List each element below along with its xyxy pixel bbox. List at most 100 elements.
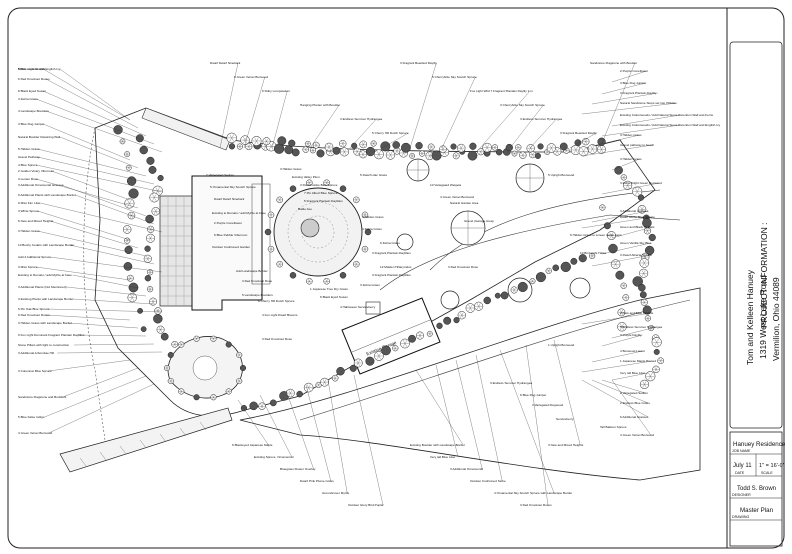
leader-line xyxy=(441,76,476,149)
plant-callout-label: 3 Blue Rug Juniper xyxy=(620,81,646,85)
plant-callout-label: 6 Cherry Hill Dutch Spruce xyxy=(258,299,295,303)
plant-callout-label: 12 Maiden Hillarymdus xyxy=(380,265,412,269)
plant-callout-label: 2 Golden Vicary Viburnum xyxy=(18,169,54,173)
shrub-symbol xyxy=(415,141,423,150)
shrub-symbol xyxy=(140,326,147,333)
shrub-symbol xyxy=(639,379,650,389)
shrub-symbol xyxy=(167,377,174,385)
leader-line xyxy=(611,326,657,339)
leader-line xyxy=(75,194,155,225)
shrub-symbol xyxy=(146,286,154,293)
shrub-symbol xyxy=(623,180,633,190)
plant-callout-label: Dwarf Pink Plume Grass xyxy=(300,479,334,483)
plant-callout-label: 5 Fragrant Plantain Daylilies xyxy=(304,199,343,203)
shrub-symbol xyxy=(456,143,466,153)
shrub-symbol xyxy=(495,148,503,156)
leader-line xyxy=(591,92,658,105)
shrub-symbol xyxy=(392,141,400,149)
shrub-symbol xyxy=(128,282,139,293)
leader-line xyxy=(479,90,531,149)
plant-callout-label: 5 Dwarf Lilac Grass xyxy=(360,173,387,177)
shrub-symbol xyxy=(163,364,171,372)
plant-callout-label: 6 Zebra Grass xyxy=(380,241,400,245)
plant-callout-label: 4 Fox Light Dwarf Blooms xyxy=(262,313,298,317)
plant-callout-label: Gravel (Garage Area) xyxy=(464,219,494,223)
shrub-symbol xyxy=(339,185,347,192)
driveway-inner-curve xyxy=(299,299,691,421)
plant-callout-label: 8 Black Eyed Susan xyxy=(18,89,46,93)
shrub-symbol xyxy=(286,388,295,398)
leader-line xyxy=(44,375,147,418)
garage-shed xyxy=(365,301,381,315)
shrub-symbol xyxy=(351,142,358,149)
plant-callout-label: 3 Hidden Grass xyxy=(280,167,302,171)
plant-callout-label: 3 Variegated Dogwood xyxy=(532,403,564,407)
shrub-symbol xyxy=(552,264,560,272)
plant-callout-label: Outdoor Cushioned Stone xyxy=(470,479,506,483)
leader-line xyxy=(529,118,557,149)
leader-line xyxy=(381,132,409,149)
shrub-symbol xyxy=(511,150,518,157)
plant-callout-label: Outdoor Glory Bird Poplar xyxy=(348,503,384,507)
plant-callout-label: Very tall Blue Lilac xyxy=(430,455,456,459)
leader-line xyxy=(581,102,678,115)
shrub-symbol xyxy=(483,296,491,305)
leader-line xyxy=(601,334,643,347)
shrub-symbol xyxy=(457,311,466,320)
shrub-symbol xyxy=(380,141,391,152)
site-plan: Existing Garage xyxy=(59,107,701,481)
shrub-symbol xyxy=(149,192,160,203)
shrub-symbol xyxy=(474,301,484,311)
client-street: 1319 West Lake Road xyxy=(758,275,768,359)
shrub-symbol xyxy=(276,196,283,204)
plant-callout-label: Existing to Remain / add Myrtle at base xyxy=(18,273,72,277)
plant-callout-label: 5 Upright Boxwood xyxy=(548,173,574,177)
plant-callout-label: 3 Dwarf Globe Blue Spruce xyxy=(300,183,338,187)
shrub-symbol xyxy=(535,272,546,283)
shrub-symbol xyxy=(148,165,157,174)
plant-callout-label: Gravel pathway to beach xyxy=(620,143,655,147)
plant-callout-label: 3 Additional Plants (Not Mentioned) xyxy=(18,285,67,289)
shrub-symbol xyxy=(228,143,236,150)
scale-label: SCALE xyxy=(761,471,773,475)
shrub-symbol xyxy=(620,174,627,181)
shrub-symbol xyxy=(178,388,185,395)
plant-callout-label: Natural Boulder Retaining Wall xyxy=(18,135,60,139)
shrub-symbol xyxy=(639,291,647,299)
leader-line xyxy=(455,359,483,470)
plant-callout-label: Natural Garden Area xyxy=(450,201,479,205)
plant-callout-label: 3 Additional Ornamental Grasses xyxy=(18,183,64,187)
shrub-symbol xyxy=(289,272,297,279)
shrub-symbol xyxy=(427,143,435,151)
plant-callout-label: 5 Blue False Indigo xyxy=(18,415,45,419)
shrub-symbol xyxy=(608,243,618,254)
shrub-symbol xyxy=(599,204,606,211)
plant-callout-label: 3 Purple Daylily xyxy=(620,333,642,337)
leader-line xyxy=(601,242,651,255)
plant-callout-label: Add 4 Additional Spruce xyxy=(18,255,51,259)
leader-line xyxy=(48,383,155,434)
leader-line xyxy=(36,266,131,281)
leader-line xyxy=(51,170,131,201)
plant-callout-label: 1 Japanese Maple Pruned xyxy=(620,359,656,363)
shrub-symbol xyxy=(258,402,266,410)
plant-callout-label: Add Landscape Border xyxy=(236,269,268,273)
leader-line xyxy=(581,144,653,157)
shrub-symbol xyxy=(276,260,283,268)
shrub-symbol xyxy=(589,252,596,259)
shrub-symbol xyxy=(262,137,271,146)
leader-line xyxy=(37,156,155,185)
shrub-symbol xyxy=(570,257,578,265)
leader-line xyxy=(43,68,131,121)
garage-roof-lines xyxy=(351,319,431,353)
plant-callout-label: 2 Variegated Sedum xyxy=(620,391,648,395)
gravel-pathway-pattern xyxy=(79,421,207,467)
shrub-symbol xyxy=(349,364,357,372)
lawn-curve-2 xyxy=(429,189,661,271)
leader-line xyxy=(259,394,292,458)
plant-callout-label: 4 Landscape Boulders xyxy=(18,109,49,113)
plant-callout-label: 3 Existing Plants with Landscape Border xyxy=(18,297,73,301)
shrub-symbol xyxy=(465,303,476,313)
plant-callout-label: 3 New and Mixed Heights xyxy=(548,443,584,447)
